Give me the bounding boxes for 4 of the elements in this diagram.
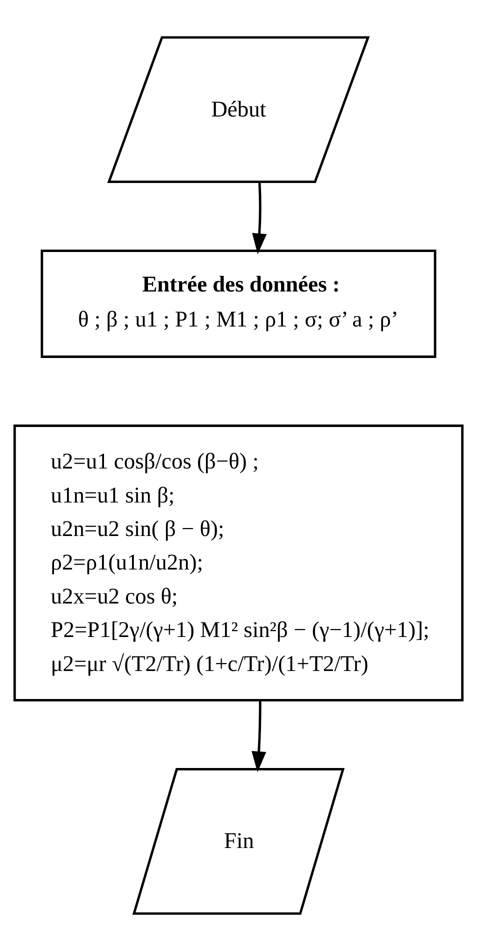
node-box: Entrée des données : θ ; β ; u1 ; P1 ; M1 ; ρ1 ; σ; σ’ a ; ρ’ [40, 250, 436, 358]
arrow [252, 182, 267, 254]
arrow [252, 700, 266, 772]
node-box: u2=u1 cosβ/cos (β−θ) ; u1n=u1 sin β; u2n=u2 sin( β − θ); ρ2=ρ1(u1n/u2n); u2x=u2 cos θ; P2=P1[2γ/(γ+1) M1² sin²β − (γ−1)/(γ+1)]; μ2=μr √(T2/Tr) (1+c/Tr)/(1+T2/Tr) [13, 424, 464, 702]
